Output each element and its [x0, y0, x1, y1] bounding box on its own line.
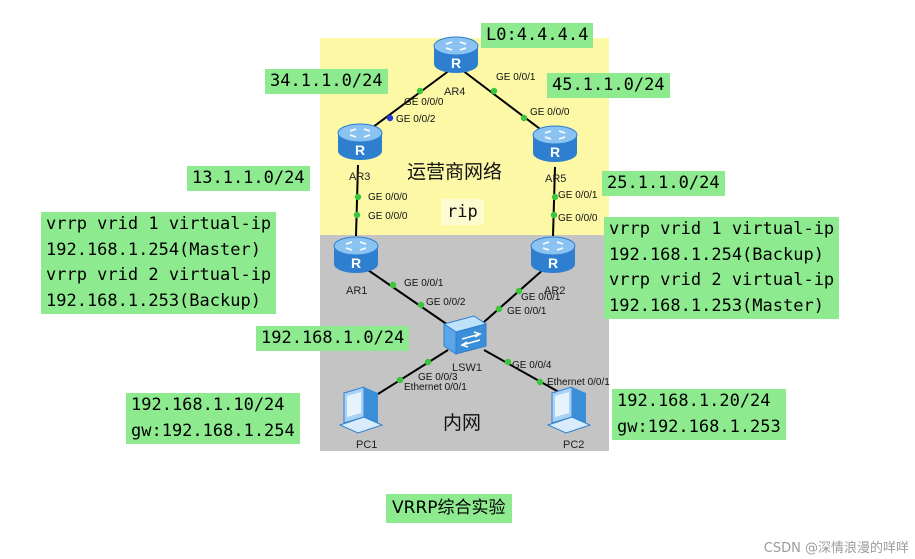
link-ar2-lsw1 [483, 267, 546, 323]
network-label-13: 13.1.1.0/24 [187, 166, 310, 191]
host-gateway: gw:192.168.1.254 [131, 420, 295, 441]
pc-icon [546, 386, 592, 434]
link-ar4-ar5 [461, 69, 549, 136]
router-icon: R [337, 123, 383, 160]
link-lsw1-pc1 [377, 349, 449, 395]
vrrp-line: vrrp vrid 1 virtual-ip [609, 219, 835, 239]
pc-label-pc2: PC2 [563, 439, 585, 451]
router-label-ar2: AR2 [544, 285, 566, 297]
pc-icon [338, 386, 384, 434]
svg-text:R: R [355, 142, 365, 158]
port-label-lsw-ge004: GE 0/0/4 [512, 360, 552, 371]
vrrp-line: 192.168.1.254(Master) [46, 239, 261, 260]
switch-label-lsw1: LSW1 [452, 362, 482, 374]
port-dot [353, 211, 361, 219]
router-label-ar3: AR3 [349, 171, 371, 183]
network-label-34: 34.1.1.0/24 [265, 69, 388, 94]
pc-label-pc1: PC1 [356, 439, 378, 451]
router-label-ar5: AR5 [545, 173, 567, 185]
port-dot [417, 301, 425, 309]
port-dot [515, 287, 523, 295]
port-dot [551, 193, 559, 201]
port-dot [354, 193, 362, 201]
port-dot [520, 114, 528, 122]
port-dot [490, 87, 498, 95]
switch-icon [442, 315, 488, 355]
pc-pc1[interactable] [338, 385, 386, 435]
link-ar3-ar1 [355, 164, 359, 237]
vrrp-line: vrrp vrid 2 virtual-ip [609, 270, 835, 290]
port-label-ar3-ge000: GE 0/0/0 [368, 192, 408, 203]
port-dot [389, 281, 397, 289]
port-label-lsw-ge001: GE 0/0/1 [507, 306, 547, 317]
port-dot [495, 305, 503, 313]
port-dot [536, 378, 544, 386]
port-dot [416, 87, 424, 95]
port-label-ar4-ge001: GE 0/0/1 [496, 72, 536, 83]
port-label-ar3-ge002: GE 0/0/2 [396, 114, 436, 125]
port-label-ar5-ge001: GE 0/0/1 [558, 190, 598, 201]
vrrp-line: 192.168.1.253(Backup) [46, 290, 261, 311]
router-icon: R [530, 236, 576, 273]
network-label-lan: 192.168.1.0/24 [256, 326, 410, 351]
router-ar4[interactable]: R [432, 33, 480, 75]
host-gateway: gw:192.168.1.253 [617, 416, 781, 437]
diagram-title: VRRP综合实验 [386, 494, 512, 523]
router-ar2[interactable]: R [529, 233, 577, 275]
link-lsw1-pc2 [483, 349, 567, 397]
svg-text:R: R [451, 55, 461, 71]
port-label-ar1-ge001: GE 0/0/1 [404, 278, 444, 289]
lan-zone-caption: 内网 [443, 412, 482, 434]
vrrp-line: 192.168.1.253(Master) [609, 295, 824, 316]
port-dot [386, 114, 394, 122]
port-label-ar5-ge000: GE 0/0/0 [530, 107, 570, 118]
switch-lsw1[interactable] [440, 312, 490, 358]
pc-pc2[interactable] [546, 385, 594, 435]
port-dot [504, 358, 512, 366]
host-ip: 192.168.1.20/24 [617, 391, 771, 411]
router-icon: R [433, 36, 479, 73]
vrrp-line: vrrp vrid 1 virtual-ip [46, 214, 272, 234]
port-label-pc2-eth: Ethernet 0/0/1 [547, 377, 610, 388]
watermark: CSDN @深情浪漫的咩咩 [763, 541, 909, 556]
router-icon: R [333, 236, 379, 273]
port-label-ar4-ge000: GE 0/0/0 [404, 97, 444, 108]
router-ar1[interactable]: R [332, 233, 380, 275]
link-ar4-ar3 [364, 69, 451, 134]
vrrp-line: vrrp vrid 2 virtual-ip [46, 265, 272, 285]
port-dot [424, 358, 432, 366]
host-config-pc2: 192.168.1.20/24 gw:192.168.1.253 [612, 389, 786, 440]
link-ar5-ar2 [552, 166, 556, 237]
vrrp-config-ar1: vrrp vrid 1 virtual-ip 192.168.1.254(Mas… [41, 212, 277, 314]
vrrp-config-ar2: vrrp vrid 1 virtual-ip 192.168.1.254(Bac… [604, 217, 840, 319]
link-ar1-lsw1 [364, 267, 449, 326]
svg-text:R: R [550, 144, 560, 160]
network-label-25: 25.1.1.0/24 [602, 171, 725, 196]
host-ip: 192.168.1.10/24 [131, 395, 285, 415]
port-dot [396, 376, 404, 384]
router-ar3[interactable]: R [336, 120, 384, 162]
port-label-ar2-ge001: GE 0/0/1 [521, 292, 561, 303]
port-label-lsw-ge002: GE 0/0/2 [426, 297, 466, 308]
network-label-45: 45.1.1.0/24 [547, 73, 670, 98]
vrrp-line: 192.168.1.254(Backup) [609, 244, 824, 265]
protocol-caption: rip [441, 199, 484, 225]
svg-text:R: R [548, 255, 558, 271]
isp-zone-caption: 运营商网络 [407, 161, 503, 183]
port-label-ar2-ge000: GE 0/0/0 [558, 213, 598, 224]
router-label-ar1: AR1 [346, 285, 368, 297]
port-label-pc1-eth: Ethernet 0/0/1 [404, 382, 467, 393]
host-config-pc1: 192.168.1.10/24 gw:192.168.1.254 [126, 393, 300, 444]
svg-text:R: R [351, 255, 361, 271]
port-label-lsw-ge003: GE 0/0/3 [418, 372, 458, 383]
port-dot [550, 211, 558, 219]
loopback-label: L0:4.4.4.4 [481, 23, 594, 48]
router-label-ar4: AR4 [444, 86, 466, 98]
router-ar5[interactable]: R [531, 122, 579, 164]
router-icon: R [532, 125, 578, 162]
port-label-ar1-ge000: GE 0/0/0 [368, 211, 408, 222]
